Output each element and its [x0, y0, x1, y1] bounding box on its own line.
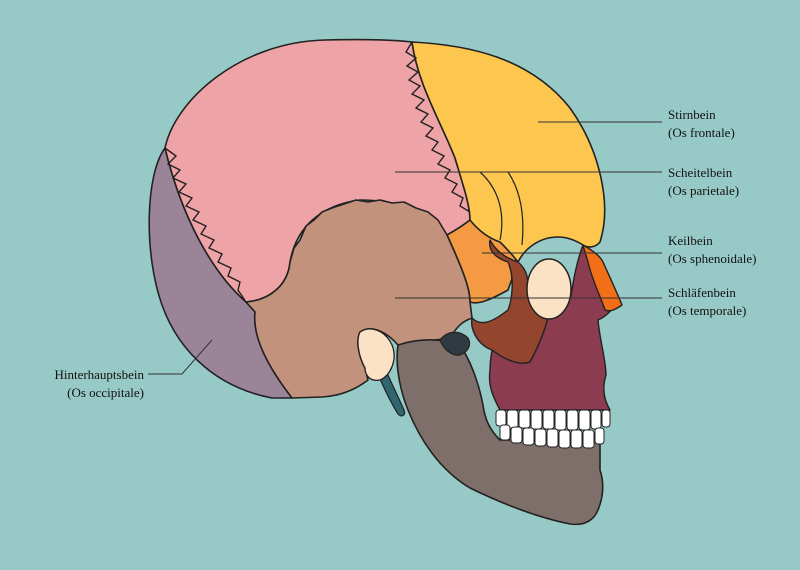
label-frontal-name: Stirnbein [668, 107, 716, 122]
lower-teeth [499, 424, 605, 449]
label-temporal-name: Schläfenbein [668, 285, 736, 300]
label-frontal: Stirnbein (Os frontale) [668, 106, 735, 142]
leader-lines [148, 121, 662, 375]
label-sphenoid-name: Keilbein [668, 233, 713, 248]
label-parietal-name: Scheitelbein [668, 165, 733, 180]
label-occipital-name: Hinterhauptsbein [54, 367, 144, 382]
nasal-bone [582, 244, 623, 312]
temporal-lines [479, 171, 524, 246]
eye-orbit [526, 258, 572, 320]
mastoid-process [357, 328, 395, 381]
leader-line-occipital [148, 339, 213, 375]
label-occipital-latin: (Os occipitale) [67, 385, 144, 400]
coronal-suture [405, 41, 471, 213]
label-frontal-latin: (Os frontale) [668, 125, 735, 140]
label-parietal-latin: (Os parietale) [668, 183, 740, 198]
frontal-bone [411, 41, 606, 263]
mandible-bone [396, 339, 604, 526]
label-sphenoid: Keilbein (Os sphenoidale) [668, 232, 756, 268]
label-temporal-latin: (Os temporale) [668, 303, 747, 318]
mandible-condyle [439, 331, 471, 356]
lambdoid-suture [164, 147, 247, 303]
label-parietal: Scheitelbein (Os parietale) [668, 164, 739, 200]
label-occipital: Hinterhauptsbein (Os occipitale) [14, 366, 144, 402]
label-sphenoid-latin: (Os sphenoidale) [668, 251, 757, 266]
label-temporal: Schläfenbein (Os temporale) [668, 284, 746, 320]
